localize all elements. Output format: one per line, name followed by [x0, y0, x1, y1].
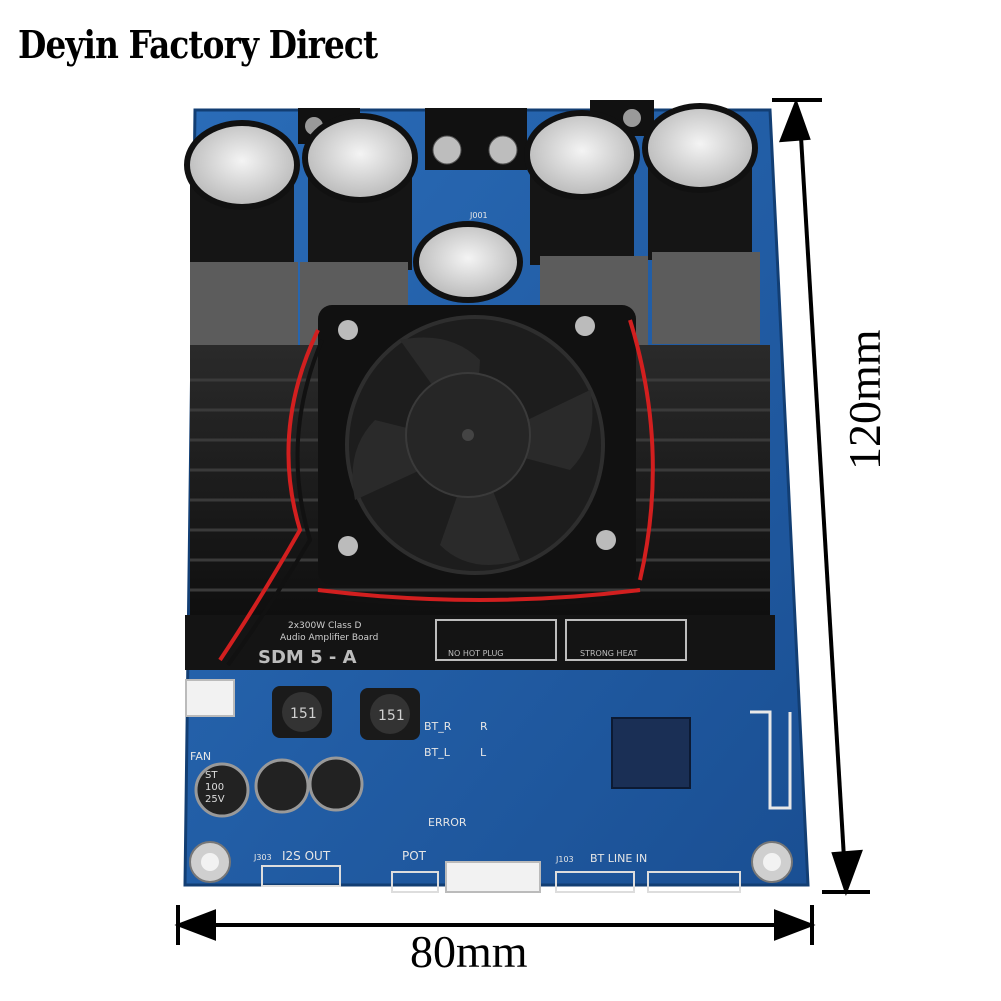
cap-mark-3: 25V — [205, 794, 225, 805]
j303-label: J303 — [253, 853, 272, 862]
warning-left-label: NO HOT PLUG — [448, 649, 504, 658]
cap-mark-1: ST — [205, 770, 218, 781]
inductor-code-right: 151 — [378, 708, 405, 724]
bluetooth-antenna — [750, 710, 792, 810]
pot-label: POT — [402, 849, 427, 863]
width-dimension-label: 80mm — [410, 926, 528, 977]
j103-label: J103 — [555, 855, 574, 864]
fan-label: FAN — [190, 750, 211, 763]
inductor-code-left: 151 — [290, 706, 317, 722]
l-label: L — [480, 746, 487, 759]
i2s-out-label: I2S OUT — [282, 849, 331, 863]
r-label: R — [480, 720, 488, 733]
warning-panels: NO HOT PLUG STRONG HEAT — [435, 619, 687, 661]
fan-wires — [218, 319, 655, 667]
capacitors-top — [184, 103, 758, 303]
board-subtitle-line2: Audio Amplifier Board — [280, 633, 378, 643]
bt-r-label: BT_R — [424, 720, 452, 733]
board-subtitle-line1: 2x300W Class D — [288, 621, 362, 631]
cooling-fan — [318, 305, 636, 585]
warning-right-label: STRONG HEAT — [580, 649, 637, 658]
pin-headers — [185, 679, 741, 893]
height-dimension-label: 120mm — [839, 329, 890, 470]
width-dimension-arrow — [174, 905, 816, 945]
bt-l-label: BT_L — [424, 746, 451, 759]
mounting-holes — [189, 841, 793, 883]
power-inductors: 151 151 — [272, 686, 420, 740]
height-dimension-arrow — [772, 98, 870, 897]
j001-label: J001 — [469, 211, 488, 220]
board-model-label: SDM 5 - A — [258, 647, 357, 668]
error-label: ERROR — [428, 816, 467, 829]
small-capacitors: ST 100 25V — [194, 756, 364, 818]
cap-mark-2: 100 — [205, 782, 224, 793]
watermark-text: Deyin Factory Direct — [18, 22, 378, 67]
bt-line-in-label: BT LINE IN — [590, 852, 647, 865]
main-ic — [611, 717, 691, 789]
